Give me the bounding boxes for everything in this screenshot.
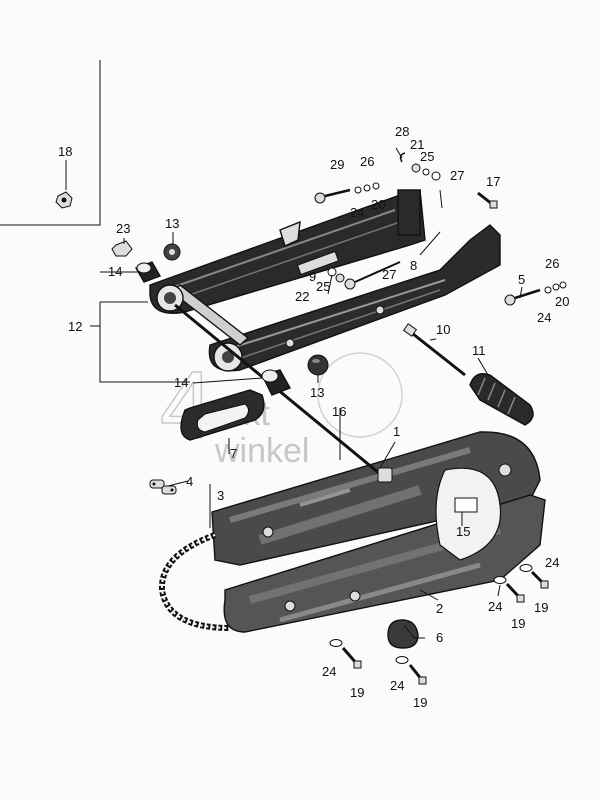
- callout-24-b: 24: [390, 678, 404, 693]
- watermark-wheel-icon: [317, 352, 403, 438]
- callout-11: 11: [472, 343, 486, 358]
- bolt-22-assembly: [327, 261, 401, 290]
- callout-27-b: 27: [382, 267, 396, 282]
- callout-14-upper: 14: [108, 264, 122, 279]
- callout-25-b: 25: [316, 279, 330, 294]
- callout-14-lower: 14: [174, 375, 188, 390]
- callout-6: 6: [436, 630, 443, 645]
- callout-19-d: 19: [534, 600, 548, 615]
- case-bolt-1: [329, 639, 362, 669]
- callout-18: 18: [58, 144, 72, 159]
- rubber-cap: [387, 619, 419, 649]
- rubber-stopper: [469, 373, 534, 426]
- bolt-28-assembly: [399, 152, 441, 181]
- callout-24-f: 24: [350, 205, 364, 220]
- swing-arm: [149, 189, 501, 372]
- bushing-upper: [134, 261, 162, 283]
- stand-bracket: [279, 220, 301, 247]
- chain-guide-boot: [180, 389, 265, 441]
- callout-12: 12: [68, 319, 82, 334]
- callout-9: 9: [309, 269, 316, 284]
- callout-17: 17: [486, 174, 500, 189]
- callout-16: 16: [332, 404, 346, 419]
- dust-cap-lower: [307, 354, 329, 376]
- case-bolt-4: [519, 564, 549, 589]
- callout-2: 2: [436, 601, 443, 616]
- bolt-29-assembly: [314, 182, 380, 204]
- callout-24-a: 24: [322, 664, 336, 679]
- watermark-line2: winkel: [214, 432, 309, 470]
- callout-20-a: 20: [371, 197, 385, 212]
- leader-lines: [65, 147, 523, 639]
- callout-25-a: 25: [420, 149, 434, 164]
- inset-frame: [0, 60, 101, 226]
- callout-24-c: 24: [488, 599, 502, 614]
- bolt-17: [477, 191, 498, 209]
- swing-arm-lower: [208, 224, 501, 372]
- callout-3: 3: [217, 488, 224, 503]
- callout-labels: 18 23 13 14 12 14 13 16 1 7 4 3 15 2 6 2…: [58, 124, 569, 710]
- dust-cap-upper: [163, 243, 181, 261]
- callout-29: 29: [330, 157, 344, 172]
- bolt-5-assembly: [504, 281, 567, 306]
- callout-21: 21: [410, 137, 424, 152]
- bushing-lower: [260, 369, 292, 396]
- callout-13-lower: 13: [310, 385, 324, 400]
- swing-arm-upper: [149, 189, 426, 314]
- spindle-rod: [402, 323, 466, 377]
- callout-24-e: 24: [537, 310, 551, 325]
- callout-19-b: 19: [413, 695, 427, 710]
- callout-15: 15: [456, 524, 470, 539]
- callout-24-d: 24: [545, 555, 559, 570]
- callout-8: 8: [410, 258, 417, 273]
- callout-28: 28: [395, 124, 409, 139]
- callout-22: 22: [295, 289, 309, 304]
- chain-case: [211, 431, 546, 633]
- inset-nut: [55, 191, 73, 209]
- callout-19-c: 19: [511, 616, 525, 631]
- callout-19-a: 19: [350, 685, 364, 700]
- callout-4: 4: [186, 474, 193, 489]
- case-inner-panel: [435, 467, 502, 561]
- pivot-nut: [111, 240, 133, 257]
- callout-1: 1: [393, 424, 400, 439]
- callout-7: 7: [230, 446, 237, 461]
- callout-27-a: 27: [450, 168, 464, 183]
- chain-joint-link: [149, 479, 177, 495]
- callout-26-b: 26: [545, 256, 559, 271]
- case-bolt-2: [395, 656, 427, 685]
- callout-13-upper: 13: [165, 216, 179, 231]
- callout-26-a: 26: [360, 154, 374, 169]
- callout-5: 5: [518, 272, 525, 287]
- callout-23: 23: [116, 221, 130, 236]
- case-bolt-3: [493, 576, 525, 603]
- callout-10: 10: [436, 322, 450, 337]
- callout-20-b: 20: [555, 294, 569, 309]
- label-plate: [454, 497, 478, 513]
